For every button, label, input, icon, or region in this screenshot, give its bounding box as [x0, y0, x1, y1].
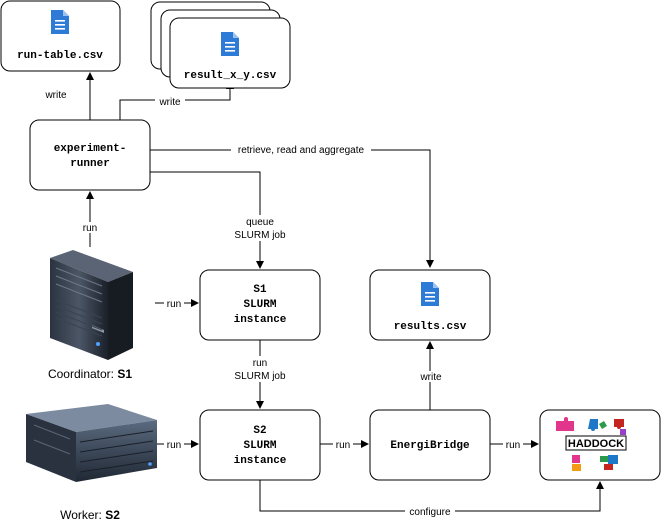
edge-labels: write write retrieve, read and aggregate…	[41, 89, 523, 518]
experiment-runner-line-2: runner	[70, 158, 110, 170]
run-table-node[interactable]: run-table.csv	[0, 0, 121, 72]
puzzle-piece-red	[614, 419, 624, 429]
haddock-wordmark-frame	[565, 435, 627, 451]
results-node[interactable]: results.csv	[369, 269, 491, 341]
coordinator-caption: Coordinator: S1	[48, 367, 132, 381]
haddock-logo: HADDOCK	[556, 417, 627, 471]
puzzle-piece-pink	[572, 455, 580, 463]
puzzle-piece-red-2	[604, 464, 613, 470]
puzzle-piece-purple	[620, 429, 626, 435]
s1-line-2: SLURM	[243, 299, 276, 311]
server-tower-icon	[50, 250, 133, 360]
label-run-eb-haddock: run	[506, 440, 520, 451]
s2-line-1: S2	[253, 425, 266, 437]
experiment-runner-node[interactable]: experiment- runner	[29, 119, 151, 191]
run-table-label: run-table.csv	[17, 50, 103, 62]
label-queue-1: queue	[246, 217, 274, 228]
energibridge-label: EnergiBridge	[390, 440, 470, 452]
label-run-coord-s1: run	[167, 299, 181, 310]
puzzle-piece-green-2	[600, 456, 608, 462]
document-icon	[221, 32, 239, 56]
label-run-worker-s2: run	[167, 440, 181, 451]
haddock-node[interactable]: HADDOCK	[539, 409, 661, 481]
result-xy-label: result_x_y.csv	[184, 70, 277, 82]
rack-server-icon	[26, 404, 157, 482]
puzzle-piece-blue	[588, 419, 598, 431]
label-run-coordinator: run	[83, 223, 97, 234]
experiment-runner-line-1: experiment-	[54, 143, 127, 155]
puzzle-piece-blue-2	[608, 455, 618, 464]
document-icon	[421, 282, 439, 306]
puzzle-piece-orange	[572, 464, 581, 471]
label-queue-2: SLURM job	[234, 230, 286, 241]
label-run-s2-eb: run	[336, 440, 350, 451]
label-run-s1-s2-2: SLURM job	[234, 371, 286, 382]
label-configure: configure	[409, 507, 451, 518]
haddock-wordmark: HADDOCK	[568, 438, 624, 450]
label-write-run-table: write	[44, 90, 67, 101]
label-retrieve: retrieve, read and aggregate	[238, 145, 365, 156]
puzzle-piece-magenta	[556, 417, 574, 431]
s1-line-3: instance	[234, 314, 287, 326]
label-run-s1-s2-1: run	[253, 358, 267, 369]
worker-caption: Worker: S2	[60, 508, 120, 522]
s2-line-3: instance	[234, 455, 287, 467]
energibridge-node[interactable]: EnergiBridge	[369, 409, 491, 481]
label-write-result: write	[158, 97, 181, 108]
s1-line-1: S1	[253, 284, 267, 296]
results-label: results.csv	[394, 321, 467, 333]
s1-instance-node[interactable]: S1 SLURM instance	[199, 269, 321, 341]
edge-retrieve	[150, 149, 434, 268]
s2-instance-node[interactable]: S2 SLURM instance	[199, 409, 321, 481]
puzzle-piece-green	[599, 421, 607, 429]
document-icon	[51, 10, 69, 34]
label-write-eb-results: write	[419, 372, 442, 383]
result-xy-node[interactable]: result_x_y.csv	[150, 1, 291, 89]
s2-line-2: SLURM	[243, 440, 276, 452]
